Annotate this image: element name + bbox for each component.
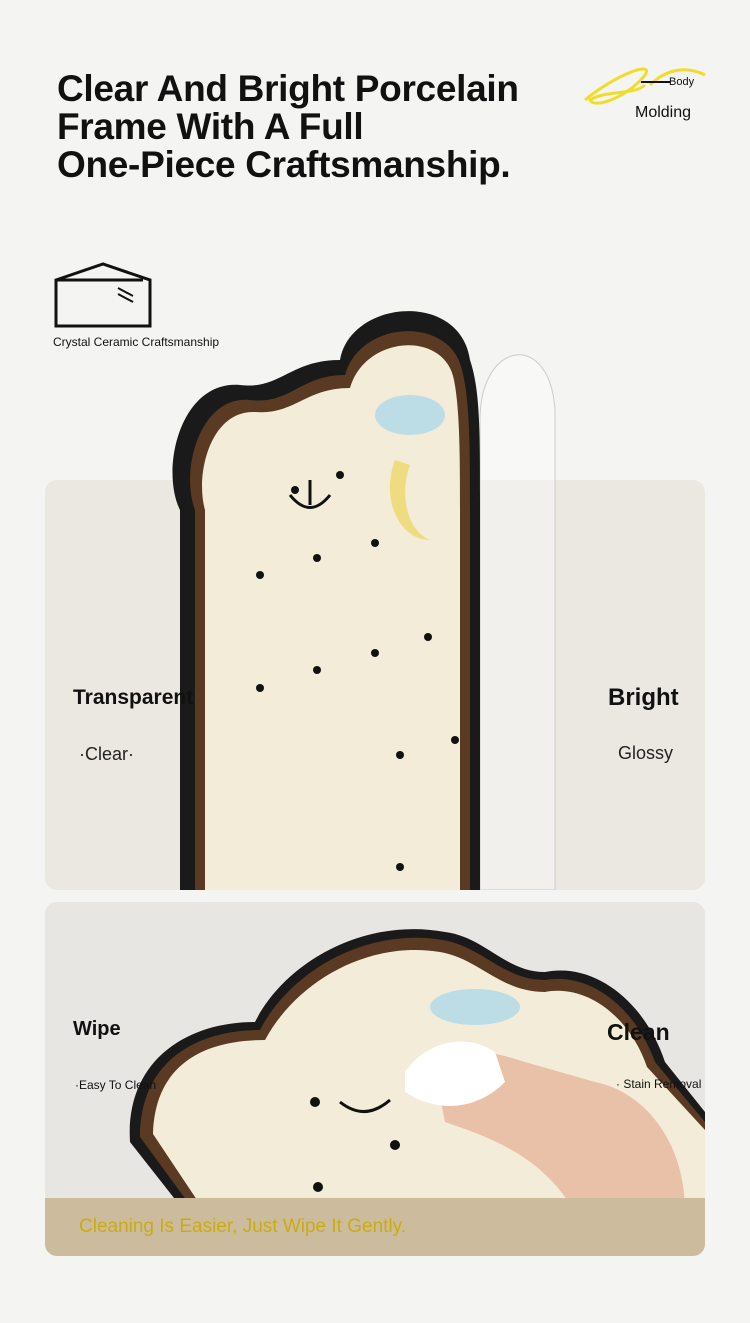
- title-line: Clear And Bright Porcelain: [57, 68, 519, 109]
- icon-caption: Crystal Ceramic Craftsmanship: [53, 335, 220, 349]
- molding-label: Molding: [635, 104, 692, 121]
- title-line: Frame With A Full: [57, 106, 364, 147]
- cleaning-banner: Cleaning Is Easier, Just Wipe It Gently.: [45, 1198, 705, 1256]
- transparent-label: Transparent: [73, 686, 194, 709]
- bright-label: Bright: [608, 684, 679, 711]
- bear-toast-frame-image: [172, 311, 556, 890]
- banner-text: Cleaning Is Easier, Just Wipe It Gently.: [79, 1216, 407, 1237]
- wipe-label: Wipe: [73, 1018, 121, 1040]
- stain-removal-label: · Stain Removal: [616, 1077, 702, 1091]
- easy-to-clean-label: ·Easy To Clean: [75, 1078, 157, 1092]
- ceramic-box-icon: [54, 262, 152, 328]
- title-line: One-Piece Craftsmanship.: [57, 144, 511, 185]
- body-label: Body: [669, 76, 695, 88]
- cleaning-panel: Cleaning Is Easier, Just Wipe It Gently.: [45, 902, 705, 1256]
- bear-toast-wipe-image: [129, 929, 705, 1212]
- style-signature-logo: [584, 67, 706, 105]
- glossy-label: Glossy: [618, 743, 674, 763]
- clean-label: Clean: [607, 1019, 670, 1045]
- clear-label: ·Clear·: [79, 744, 135, 764]
- page-title: Clear And Bright Porcelain Frame With A …: [57, 70, 519, 184]
